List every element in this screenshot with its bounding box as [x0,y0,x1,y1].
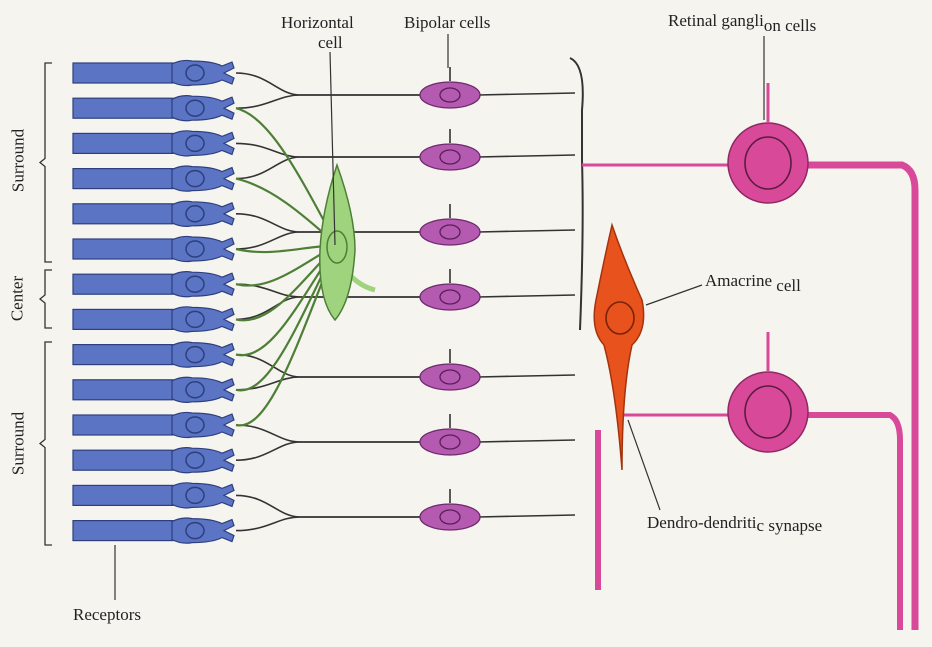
center-label: Center [9,269,26,329]
bipolar-cell-body [420,504,480,530]
receptor-cell [73,448,234,473]
dendro-label-part1: Dendro-dendriti [647,513,757,532]
amacrine-cell-label: Amacrine cell [705,272,801,289]
bipolar-cell-body [420,364,480,390]
bipolar-cells-label: Bipolar cells [404,14,490,31]
receptor-cell [73,236,234,261]
amacrine-label-part1: Amacrine [705,271,772,290]
surround-top-label: Surround [10,121,27,201]
receptor-cell [73,96,234,121]
surround-bottom-label: Surround [10,404,27,484]
dendro-label-part2: c synapse [757,516,823,535]
retinal-ganglion-label-part2: on cells [764,16,816,35]
receptor-outer-segment [73,521,173,541]
receptor-cell [73,483,234,508]
receptor-cell [73,60,234,85]
receptor-outer-segment [73,415,173,435]
receptor-outer-segment [73,169,173,189]
bipolar-cell-body [420,82,480,108]
receptor-outer-segment [73,345,173,365]
retinal-ganglion-label-part1: Retinal gangli [668,11,764,30]
receptor-cell [73,518,234,543]
receptor-cell [73,342,234,367]
retinal-ganglion-cells-label: Retinal ganglion cells [668,12,816,29]
receptor-cell [73,412,234,437]
horizontal-cell-label-line1: Horizontal [281,14,354,31]
receptor-cell [73,307,234,332]
receptor-outer-segment [73,98,173,118]
receptors-label: Receptors [73,606,141,623]
dendro-dendritic-synapse-label: Dendro-dendritic synapse [647,514,822,531]
ganglion-cell-body [728,123,808,203]
amacrine-label-part2: cell [776,276,801,295]
bipolar-cell-body [420,219,480,245]
horizontal-cell-label-line2: cell [318,34,343,51]
receptor-outer-segment [73,450,173,470]
receptor-outer-segment [73,63,173,83]
receptor-outer-segment [73,204,173,224]
receptor-outer-segment [73,239,173,259]
bipolar-cell-body [420,284,480,310]
receptor-outer-segment [73,380,173,400]
receptor-outer-segment [73,485,173,505]
bipolar-cell-body [420,429,480,455]
receptor-cell [73,166,234,191]
receptor-outer-segment [73,133,173,153]
receptor-cell [73,377,234,402]
receptor-cell [73,272,234,297]
bipolar-cell-body [420,144,480,170]
ganglion-cell-body [728,372,808,452]
receptor-outer-segment [73,274,173,294]
receptor-cell [73,131,234,156]
receptor-cell [73,201,234,226]
receptor-outer-segment [73,309,173,329]
